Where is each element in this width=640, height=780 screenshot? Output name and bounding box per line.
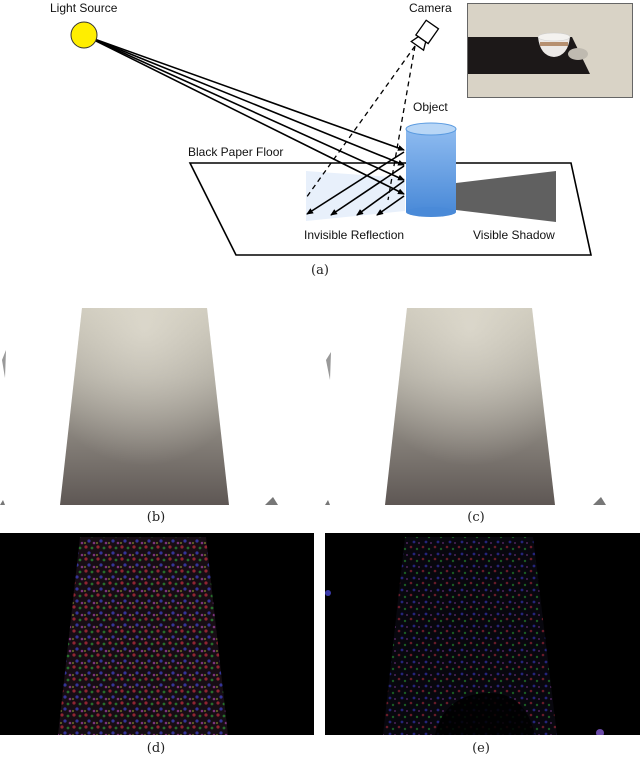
setup-diagram bbox=[70, 19, 592, 256]
caption-d: (d) bbox=[146, 741, 166, 756]
caption-a: (a) bbox=[311, 263, 329, 278]
reflection-label: Invisible Reflection bbox=[304, 228, 405, 242]
caption-e: (e) bbox=[472, 741, 490, 756]
floor-label: Black Paper Floor bbox=[188, 145, 284, 159]
shadow-label: Visible Shadow bbox=[473, 228, 555, 242]
floor-photo-b bbox=[0, 300, 320, 506]
camera-label: Camera bbox=[409, 1, 452, 15]
light-source-label: Light Source bbox=[50, 1, 118, 15]
difference-map-d bbox=[0, 533, 314, 735]
difference-map-e bbox=[325, 533, 640, 735]
caption-b: (b) bbox=[146, 510, 166, 525]
shadow-shape bbox=[456, 171, 556, 222]
light-source-icon bbox=[70, 21, 98, 49]
object-label: Object bbox=[413, 100, 448, 114]
inset-photo bbox=[467, 3, 633, 98]
reflection-area bbox=[306, 171, 405, 221]
floor-photo-c bbox=[320, 300, 640, 506]
camera-icon bbox=[410, 19, 440, 52]
caption-c: (c) bbox=[467, 510, 485, 525]
object-cylinder bbox=[405, 122, 457, 217]
